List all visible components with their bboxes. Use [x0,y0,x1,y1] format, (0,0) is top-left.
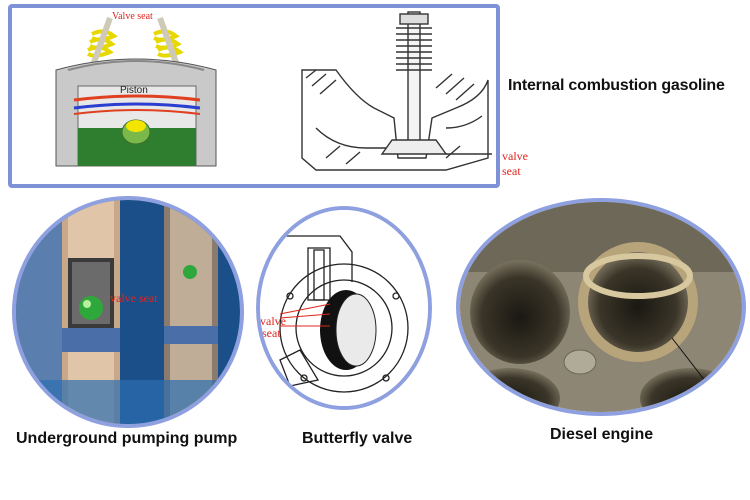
pump-caption: Underground pumping pump [16,430,237,448]
diesel-circle: valve seat [456,198,746,416]
valve-seat-label-butterfly-2: seat [262,326,281,341]
top-diagram-panel: Piston Valve seat valve seat [8,4,500,188]
diesel-caption: Diesel engine [550,426,653,444]
cylinder-head-drawing [296,8,492,180]
pump-circle: valve seat [12,196,244,428]
diesel-illustration [460,202,742,412]
valve-seat-label-pump: valve seat [110,291,158,306]
pump-illustration [16,200,240,424]
piston-label: Piston [120,85,148,96]
butterfly-illustration [260,210,428,406]
valve-seat-label-diesel: valve seat [694,385,742,400]
gasoline-caption: Internal combustion gasoline [508,77,725,95]
butterfly-caption: Butterfly valve [302,430,412,448]
valve-seat-label-gasoline: valve seat [502,149,528,179]
butterfly-circle: valve seat [256,206,432,410]
valve-seat-label-top: Valve seat [112,11,153,22]
